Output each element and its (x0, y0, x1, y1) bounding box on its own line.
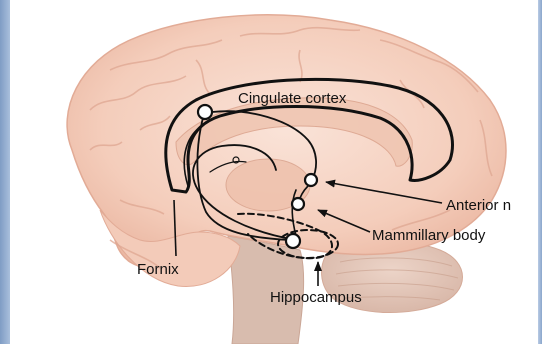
hippocampus-node (286, 234, 300, 248)
cingulate-node (198, 105, 212, 119)
label-mammillary-body: Mammillary body (372, 227, 486, 244)
label-hippocampus: Hippocampus (270, 289, 362, 306)
anterior-nucleus-node (305, 174, 317, 186)
label-anterior-n: Anterior n (446, 197, 511, 214)
label-cingulate-cortex: Cingulate cortex (238, 90, 347, 107)
label-fornix: Fornix (137, 261, 179, 278)
mammillary-body-node (292, 198, 304, 210)
